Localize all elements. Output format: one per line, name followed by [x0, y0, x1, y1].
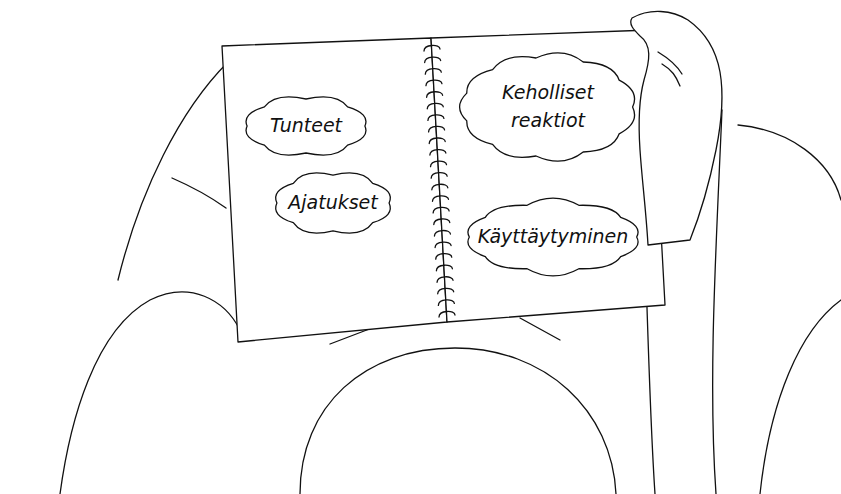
finger-line [662, 64, 680, 86]
cloud-label: Tunteet [246, 112, 366, 140]
hand [631, 11, 722, 245]
thought-cloud: Keholliset reaktiot [452, 48, 644, 166]
spiral-loop [428, 115, 444, 121]
spiral-loop [434, 219, 450, 225]
spiral-loop [425, 57, 441, 63]
spiral-loop [424, 45, 440, 51]
head [300, 348, 616, 494]
right-shoulder-lower [760, 300, 841, 494]
notebook-left-page [222, 38, 447, 342]
right-arm-outer [713, 110, 722, 494]
left-shoulder [60, 292, 240, 494]
leg [520, 318, 560, 340]
cloud-label: Ajatukset [273, 189, 393, 217]
cloud-shape [246, 97, 366, 155]
cloud-outline [452, 48, 644, 166]
spiral-loop [425, 69, 441, 75]
spiral-loop [438, 288, 454, 294]
cloud-shape [460, 53, 635, 161]
spiral-loop [436, 265, 452, 271]
spiral-loop [435, 242, 451, 248]
cloud-text-group: Ajatukset [273, 189, 393, 217]
cloud-text-group: Tunteet [246, 112, 366, 140]
cloud-text-group: Keholliset reaktiot [483, 79, 613, 134]
spiral-loop [433, 207, 449, 213]
spiral-loop [427, 92, 443, 98]
spiral-loop [436, 254, 452, 260]
notebook-right-page [431, 30, 665, 322]
spiral-loop [426, 80, 442, 86]
spiral-loop [438, 300, 454, 306]
spiral-loop [431, 161, 447, 167]
spiral-loop [432, 196, 448, 202]
cloud-text-group: Käyttäytyminen [463, 223, 643, 251]
spiral-loop [427, 103, 443, 109]
left-arm-inner [172, 178, 226, 208]
spiral-loop [429, 138, 445, 144]
spiral-loop [434, 231, 450, 237]
spiral-loop [429, 126, 445, 132]
thought-cloud: Tunteet [238, 92, 374, 160]
spiral-loop [431, 173, 447, 179]
right-shoulder [738, 125, 841, 200]
left-arm [118, 62, 228, 280]
spiral-loop [437, 277, 453, 283]
cloud-label: Keholliset reaktiot [483, 79, 613, 134]
cloud-label: Käyttäytyminen [463, 223, 643, 251]
spiral-loop [432, 184, 448, 190]
thought-cloud: Ajatukset [268, 168, 398, 238]
thought-cloud: Käyttäytyminen [458, 196, 648, 278]
spiral-loop [430, 150, 446, 156]
spiral-binding [424, 45, 455, 317]
spiral-loop [439, 311, 455, 317]
